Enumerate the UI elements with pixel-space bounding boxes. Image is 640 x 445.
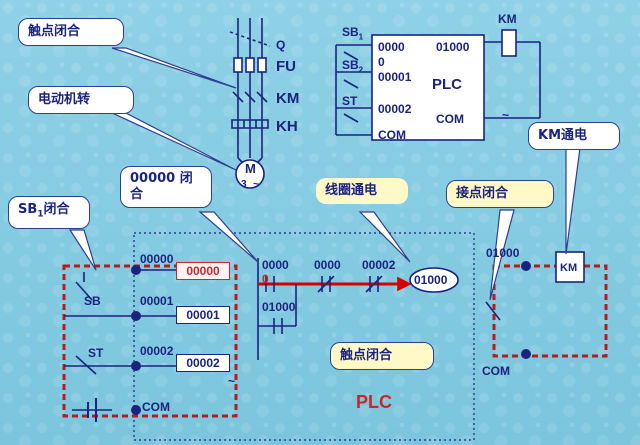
callout-text: 电动机转 (38, 92, 91, 107)
sb-text: SB (342, 58, 359, 72)
label-st-top: ST (342, 94, 358, 108)
motor-symbol: ~ (253, 179, 259, 190)
callout-text: 闭合 (43, 202, 70, 217)
label-kh: KH (276, 118, 298, 135)
label-plc-in0b: 0 (378, 55, 385, 69)
label-output-com: COM (482, 364, 510, 378)
plc-bottom-enclosure (133, 232, 475, 441)
label-plc-com-right: COM (436, 112, 464, 126)
label-bottom-com: COM (142, 400, 170, 414)
callout-text: 触点闭合 (340, 348, 393, 363)
sb-subscript: 1 (37, 209, 44, 220)
callout-contact-close-top: 触点闭合 (18, 18, 124, 46)
label-output-01000: 01000 (486, 246, 520, 260)
label-bottom-in1: 00001 (140, 294, 174, 308)
ladder-label-c1: 0000 (314, 258, 341, 272)
input-wiring (62, 264, 238, 422)
ladder-coil-01000: 01000 (414, 273, 448, 287)
label-sb1: SB1 (342, 25, 363, 44)
label-bottom-sb: SB (84, 294, 101, 308)
label-plc-in0: 0000 (378, 40, 405, 54)
label-km-coil-top: KM (498, 12, 517, 26)
label-q: Q (276, 38, 286, 52)
callout-km-energized: KM通电 (528, 122, 620, 150)
label-plc-in1: 00001 (378, 70, 412, 84)
label-fu: FU (276, 58, 296, 75)
ladder-label-c2: 00002 (362, 258, 396, 272)
sb-subscript: 2 (358, 65, 364, 75)
label-plc-in2: 00002 (378, 102, 412, 116)
motor-circuit (229, 18, 271, 189)
label-plc-com-left: COM (378, 128, 406, 142)
callout-text: 触点闭合 (28, 24, 81, 39)
callout-pointers (68, 47, 581, 301)
callout-coil-energized: 线圈通电 (316, 178, 408, 204)
callout-contact-close-bottom: 触点闭合 (330, 342, 434, 370)
sb-text: SB (342, 25, 359, 39)
callout-line-1: 00000 闭 (130, 171, 193, 186)
label-output-km: KM (560, 262, 578, 274)
ladder-label-c0: 0000 (262, 258, 289, 272)
callout-text: 线圈通电 (325, 183, 378, 198)
input-box-00000: 00000 (176, 262, 230, 280)
label-bottom-in2: 00002 (140, 344, 174, 358)
callout-line-2: 合 (130, 187, 144, 202)
sb-text: SB (18, 202, 38, 217)
label-plc-title-top: PLC (432, 76, 462, 93)
callout-sb1-close: SB1闭合 (8, 196, 90, 229)
callout-text: 接点闭合 (456, 186, 509, 201)
ladder-label-zero: 0 (262, 272, 269, 286)
callout-motor-run: 电动机转 (28, 86, 134, 114)
label-bottom-in0: 00000 (140, 252, 174, 266)
callout-contact-close-right: 接点闭合 (446, 180, 554, 208)
label-tilde-bottom: ~ (228, 374, 236, 388)
output-circuit (485, 251, 608, 359)
label-plc-out: 01000 (436, 40, 470, 54)
label-tilde-top: ~ (502, 108, 510, 122)
ladder-label-hold: 01000 (262, 300, 296, 314)
label-bottom-st: ST (88, 346, 104, 360)
plc-top-wiring (335, 29, 541, 141)
label-km-main: KM (276, 90, 300, 107)
input-box-00002: 00002 (176, 354, 230, 372)
input-box-00001: 00001 (176, 306, 230, 324)
label-sb2: SB2 (342, 58, 363, 77)
motor-phase: 3 (241, 179, 247, 190)
label-plc-title-bottom: PLC (356, 392, 392, 412)
ladder-diagram (257, 258, 459, 360)
callout-input-00000: 00000 闭 合 (120, 166, 212, 208)
sb-subscript: 1 (358, 32, 364, 42)
motor-letter: M (245, 161, 256, 176)
callout-text: KM通电 (538, 128, 588, 143)
